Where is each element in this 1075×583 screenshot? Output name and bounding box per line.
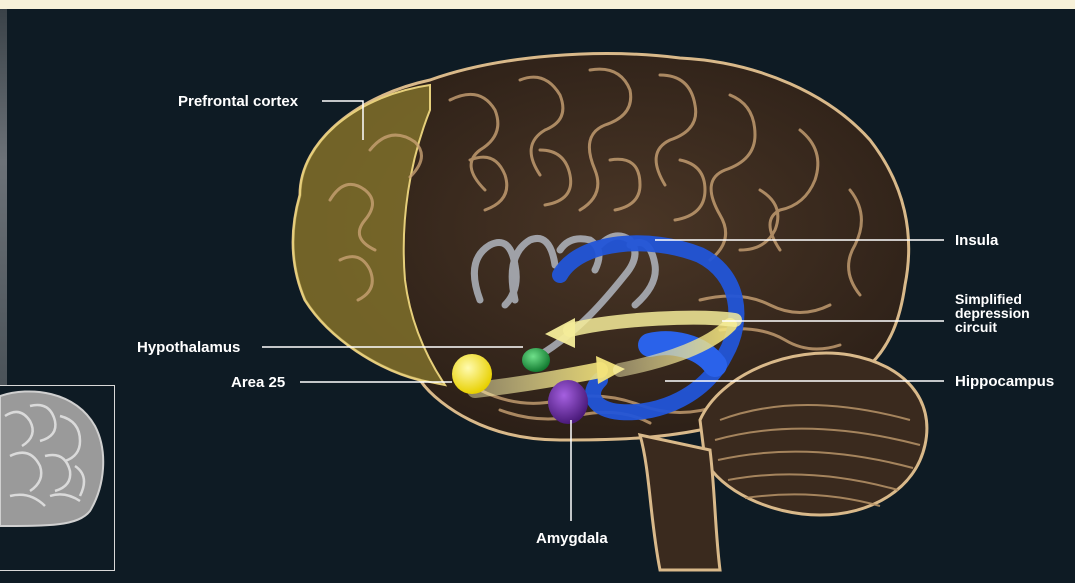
inset-brain-image bbox=[0, 386, 114, 570]
label-sdc-line-2: depression bbox=[955, 306, 1030, 320]
label-simplified-depression-circuit: Simplified depression circuit bbox=[955, 292, 1030, 334]
amygdala-node bbox=[548, 380, 588, 424]
inset-brain-thumbnail bbox=[0, 385, 115, 571]
label-sdc-line-3: circuit bbox=[955, 320, 1030, 334]
brainstem bbox=[640, 435, 720, 570]
label-insula: Insula bbox=[955, 233, 998, 248]
label-amygdala: Amygdala bbox=[536, 531, 608, 546]
area-25-node bbox=[452, 354, 492, 394]
label-prefrontal-cortex: Prefrontal cortex bbox=[178, 94, 298, 109]
label-area-25: Area 25 bbox=[231, 375, 285, 390]
label-hypothalamus: Hypothalamus bbox=[137, 340, 240, 355]
hypothalamus-node bbox=[522, 348, 550, 372]
label-hippocampus: Hippocampus bbox=[955, 374, 1054, 389]
label-sdc-line-1: Simplified bbox=[955, 292, 1030, 306]
